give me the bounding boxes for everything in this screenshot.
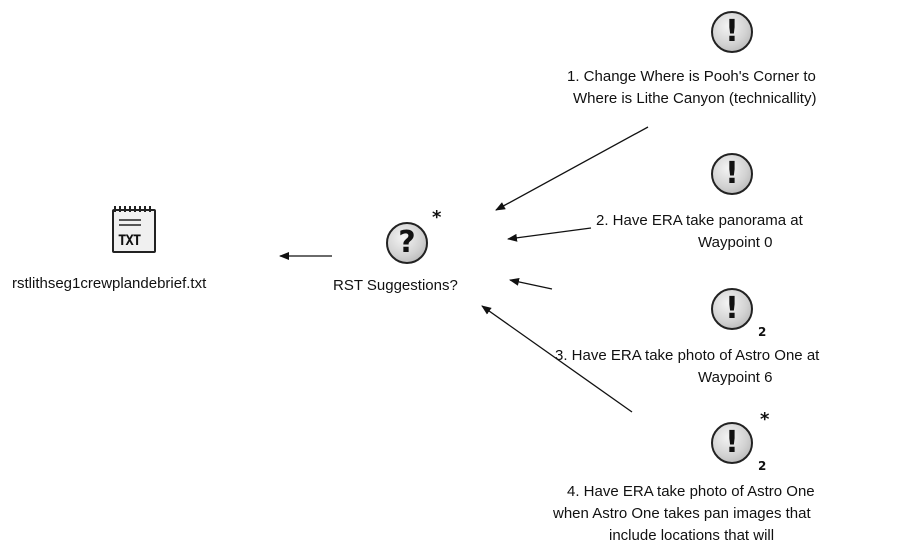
question-glyph: ? <box>398 225 416 260</box>
exclamation-glyph: ! <box>725 14 739 49</box>
suggestion-3-subscript: 2 <box>758 325 767 339</box>
file-binding <box>114 206 154 212</box>
suggestion-4-line-2: when Astro One takes pan images that <box>553 505 811 522</box>
center-asterisk-badge: * <box>432 207 442 228</box>
suggestion-4-subscript: 2 <box>758 459 767 473</box>
suggestion-3-line-2: Waypoint 6 <box>698 369 773 386</box>
txt-file-icon: TXT <box>107 206 165 258</box>
exclamation-glyph: ! <box>725 291 739 326</box>
exclamation-icon: ! <box>711 422 753 464</box>
suggestion-2-line-1: 2. Have ERA take panorama at <box>596 212 803 229</box>
arrow-suggestion-2-to-center <box>507 227 592 242</box>
exclamation-icon: ! <box>711 153 753 195</box>
suggestion-4-asterisk-badge: * <box>760 409 770 430</box>
file-paper <box>112 209 156 253</box>
arrow-suggestion-1-to-center <box>495 126 649 211</box>
file-type-text: TXT <box>118 233 141 249</box>
exclamation-glyph: ! <box>725 156 739 191</box>
file-lines <box>119 219 141 221</box>
suggestion-4-line-1: 4. Have ERA take photo of Astro One <box>567 483 815 500</box>
exclamation-icon: ! <box>711 288 753 330</box>
suggestion-4-line-3: include locations that will <box>609 527 775 544</box>
suggestion-1-line-2: Where is Lithe Canyon (technicallity) <box>573 90 817 107</box>
suggestion-2-line-2: Waypoint 0 <box>698 234 773 251</box>
file-name-label: rstlithseg1crewplandebrief.txt <box>12 275 207 292</box>
arrow-suggestion-3-to-center <box>509 277 553 290</box>
exclamation-glyph: ! <box>725 425 739 460</box>
suggestion-1-line-1: 1. Change Where is Pooh's Corner to <box>567 68 816 85</box>
suggestion-3-line-1: 3. Have ERA take photo of Astro One at <box>555 347 820 364</box>
question-icon: ? <box>386 222 428 264</box>
rst-suggestions-label: RST Suggestions? <box>333 277 458 294</box>
exclamation-icon: ! <box>711 11 753 53</box>
